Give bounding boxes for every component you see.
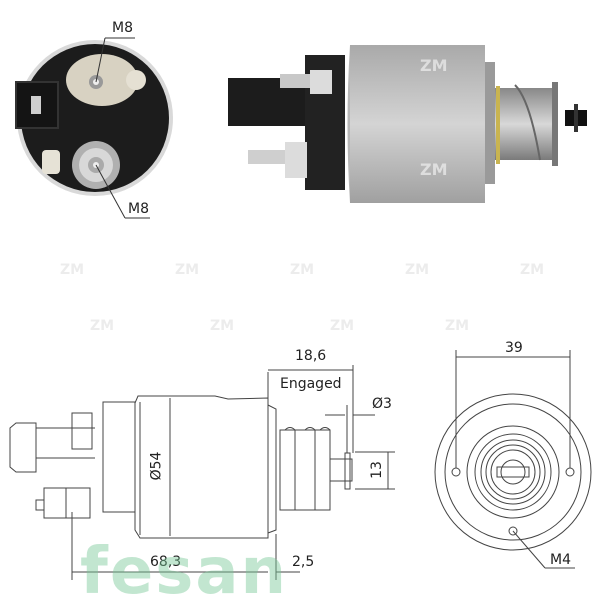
watermark: ZM — [175, 262, 200, 278]
photo-watermark: ZM — [420, 56, 448, 75]
terminal-bottom-label: M8 — [128, 201, 149, 217]
terminal-top-label: M8 — [112, 20, 133, 36]
dim-flange: 2,5 — [292, 554, 315, 570]
dim-pin-diameter: Ø3 — [372, 396, 392, 412]
engaged-label: Engaged — [280, 376, 342, 392]
watermark: ZM — [60, 262, 85, 278]
watermark: ZM — [210, 318, 235, 334]
watermark: ZM — [330, 318, 355, 334]
dim-hole-spacing: 39 — [505, 340, 523, 356]
watermark: ZM — [290, 262, 315, 278]
mount-thread-label: M4 — [550, 552, 571, 568]
watermark: ZM — [520, 262, 545, 278]
dim-body-length: 68,3 — [150, 554, 182, 570]
dim-engaged-length: 18,6 — [295, 348, 327, 364]
watermark: ZM — [90, 318, 115, 334]
photo-watermark: ZM — [420, 160, 448, 179]
brand-watermark: fesan — [80, 535, 289, 609]
watermark: ZM — [445, 318, 470, 334]
watermark: ZM — [405, 262, 430, 278]
